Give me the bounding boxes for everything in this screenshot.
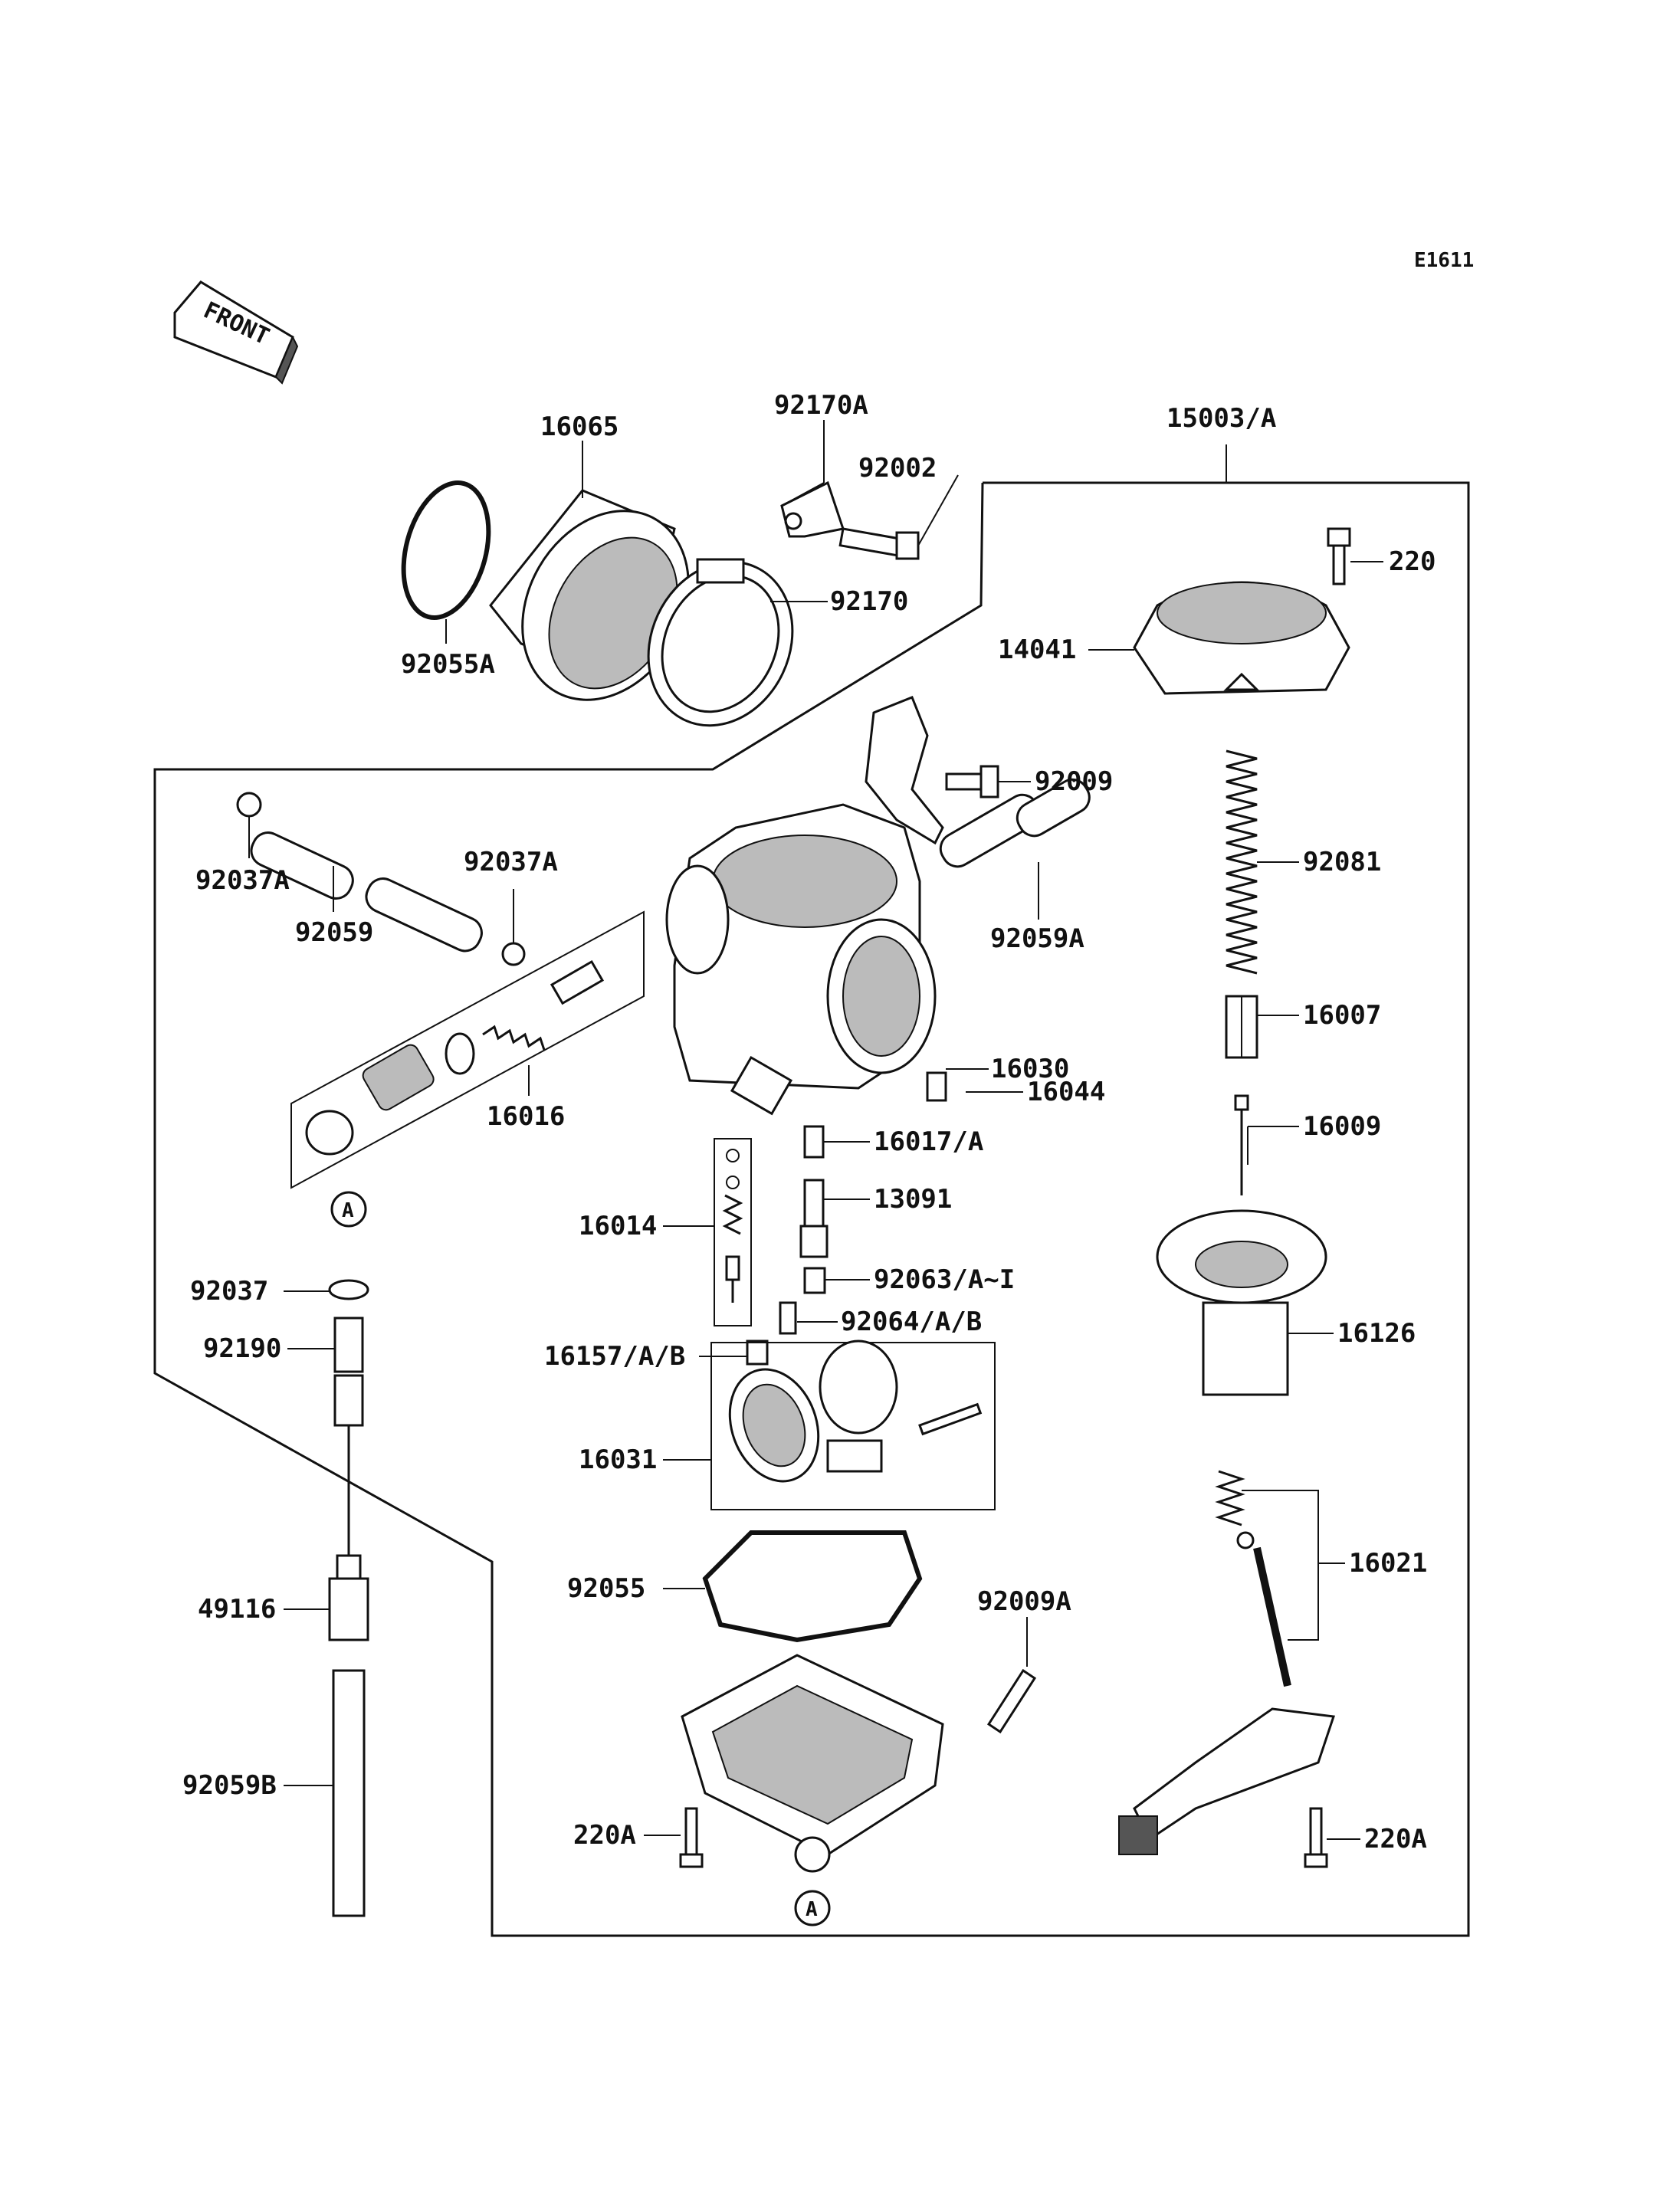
label-92059A: 92059A: [990, 923, 1084, 954]
label-16007: 16007: [1303, 1000, 1381, 1031]
clamp-92170: [647, 558, 794, 727]
clip-92037A-mid: [501, 942, 526, 966]
label-92064: 92064/A/B: [841, 1307, 982, 1337]
label-92081: 92081: [1303, 847, 1381, 877]
part-labels: 16065 92170A 92002 15003/A 220 14041 921…: [182, 390, 1436, 1854]
plug-16157: [746, 1340, 769, 1366]
ref-marker-a-bottom: A: [794, 1890, 831, 1926]
jet-16030: [926, 1071, 947, 1102]
screw-220A-left: [679, 1807, 704, 1868]
clip-92037A-left: [236, 792, 262, 818]
label-16030: 16030: [991, 1054, 1069, 1084]
jet-16017A: [803, 1125, 825, 1159]
label-49116: 49116: [198, 1594, 276, 1625]
label-92055: 92055: [567, 1573, 645, 1604]
label-92170A: 92170A: [774, 390, 868, 421]
jet-needle-16009: [1234, 1094, 1249, 1195]
ref-marker-a-bottom-label: A: [806, 1898, 818, 1921]
label-220A-right: 220A: [1364, 1824, 1427, 1854]
gasket-92055: [702, 1530, 923, 1643]
label-92055A: 92055A: [401, 649, 495, 680]
label-16044: 16044: [1027, 1077, 1105, 1107]
label-92059: 92059: [295, 917, 373, 948]
label-16016: 16016: [487, 1101, 565, 1132]
fitting-kit-box: [710, 1340, 996, 1510]
label-92037: 92037: [190, 1276, 268, 1307]
screw-220A-right: [1304, 1807, 1328, 1868]
label-16157: 16157/A/B: [544, 1341, 685, 1372]
label-92063: 92063/A~I: [874, 1264, 1015, 1295]
fitting-49116: [328, 1554, 369, 1641]
tube-92059A: [939, 778, 1091, 868]
label-16065: 16065: [540, 412, 619, 442]
main-jet-92063: [803, 1267, 826, 1294]
top-cover-14041: [1133, 581, 1350, 695]
pilot-jet-92064: [779, 1301, 797, 1335]
label-16017A: 16017/A: [874, 1126, 983, 1157]
needle-holder-16007: [1225, 995, 1258, 1059]
label-16009: 16009: [1303, 1111, 1381, 1142]
label-92009: 92009: [1035, 766, 1113, 797]
bracket-92170A: [780, 480, 845, 538]
diagram-code: E1611: [1414, 249, 1474, 272]
label-92170: 92170: [830, 586, 908, 617]
vacuum-piston-16126: [1156, 1209, 1327, 1396]
label-92059B: 92059B: [182, 1770, 277, 1801]
label-220A-left: 220A: [573, 1820, 636, 1851]
starter-plunger-box: [290, 910, 645, 1189]
float-bowl: [681, 1654, 944, 1873]
front-arrow-icon: FRONT: [173, 280, 299, 385]
screw-220: [1327, 527, 1351, 585]
leader-lines: [248, 420, 1383, 1840]
bolt-92002: [838, 527, 920, 560]
label-16126: 16126: [1337, 1318, 1416, 1349]
label-14041: 14041: [998, 635, 1076, 665]
hose-92059B: [332, 1669, 366, 1917]
ref-marker-a-top: A: [330, 1191, 367, 1228]
label-92002: 92002: [858, 453, 937, 484]
label-220: 220: [1389, 546, 1436, 577]
tube-92059: [250, 831, 483, 953]
label-15003A: 15003/A: [1166, 403, 1276, 434]
label-92190: 92190: [203, 1333, 281, 1364]
pilot-screw-16021: [1215, 1470, 1291, 1687]
label-16014: 16014: [579, 1211, 657, 1241]
carburetor-body: [665, 803, 937, 1116]
starter-plunger-16016: [305, 959, 605, 1156]
jet-kit-box: [714, 1138, 752, 1326]
choke-lever-assembly: [1118, 1707, 1336, 1855]
clip-92037: [328, 1279, 369, 1300]
label-92009A: 92009A: [977, 1586, 1071, 1617]
label-92037A-left: 92037A: [195, 865, 290, 896]
label-92037A-mid: 92037A: [464, 847, 558, 877]
throttle-bracket: [865, 696, 944, 845]
o-ring-92055A: [401, 480, 491, 620]
label-16031: 16031: [579, 1444, 657, 1475]
screw-92009: [945, 765, 999, 798]
hose-92190: [333, 1317, 364, 1427]
ref-marker-a-top-label: A: [342, 1199, 354, 1222]
spring-92081: [1226, 749, 1258, 975]
needle-jet-13091: [799, 1179, 829, 1258]
label-16021: 16021: [1349, 1548, 1427, 1579]
screw-92009A: [986, 1668, 1037, 1734]
assembly-frame: [153, 481, 1470, 1937]
label-13091: 13091: [874, 1184, 952, 1215]
